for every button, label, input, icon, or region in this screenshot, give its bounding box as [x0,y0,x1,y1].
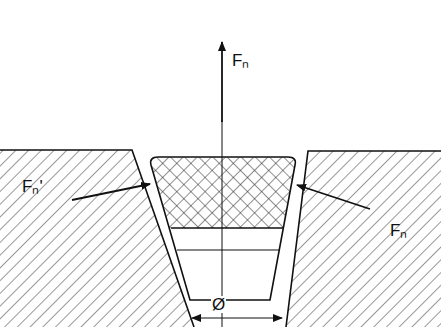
groove-outline [286,151,441,327]
force-label: Fₙ' [22,178,43,195]
belt-layer-line [171,227,283,228]
v-belt [151,157,296,300]
belt-layer-line [177,249,280,250]
force-arrow [72,184,150,200]
dimension-line [192,318,282,319]
force-arrow [221,42,223,122]
belt-tension-layer [151,157,296,228]
force-arrow [297,185,370,209]
force-label: Fₙ [390,222,407,239]
angle-symbol: Ø [211,296,226,313]
pulley-section [286,151,441,327]
force-label: Fₙ [232,52,249,69]
